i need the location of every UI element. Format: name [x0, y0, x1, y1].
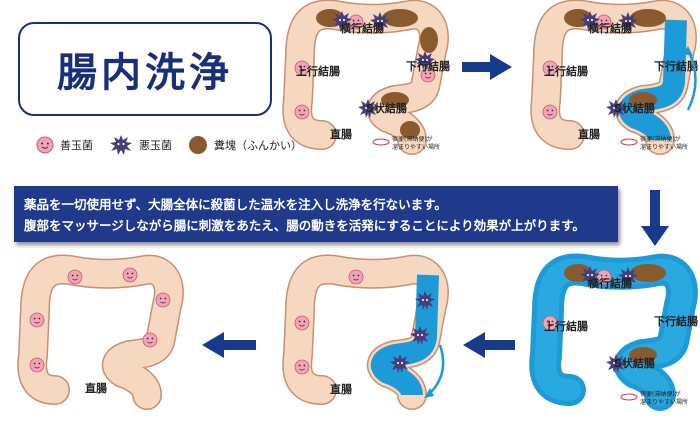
bad-germ-icon — [110, 135, 132, 155]
panel-3-full-water: 横行結腸 上行結腸 下行結腸 S状結腸 宿便(滞納便)が 溜まりやすい場所 — [543, 264, 698, 406]
label-ascending-3: 上行結腸 — [544, 319, 588, 333]
note-2a: 宿便(滞納便)が — [640, 135, 681, 143]
flow-arrows — [202, 54, 669, 358]
note-3a: 宿便(滞納便)が — [640, 390, 681, 398]
label-transverse-3: 横行結腸 — [588, 276, 632, 290]
label-rectum-1: 直腸 — [330, 127, 352, 141]
label-descending-3: 下行結腸 — [654, 314, 698, 328]
panel-4-draining: 直腸 — [295, 269, 443, 398]
label-transverse-1: 横行結腸 — [340, 21, 384, 35]
label-rectum-2: 直腸 — [578, 127, 600, 141]
legend-bad: 悪玉菌 — [109, 134, 172, 156]
arrow-right-icon — [462, 54, 512, 80]
good-germ-icon — [36, 136, 54, 154]
description-line-1: 薬品を一切使用せず、大腸全体に殺菌した温水を注入し洗浄を行ないます。 — [24, 197, 447, 212]
label-descending-1: 下行結腸 — [406, 59, 450, 73]
legend-bad-label: 悪玉菌 — [139, 139, 172, 152]
panel-5-clean: 直腸 — [30, 268, 170, 395]
label-rectum-4: 直腸 — [330, 382, 352, 396]
note-1b: 溜まりやすい場所 — [392, 143, 440, 151]
label-sigmoid-1: S状結腸 — [366, 101, 407, 115]
note-2b: 溜まりやすい場所 — [640, 143, 688, 151]
label-sigmoid-2: S状結腸 — [614, 101, 655, 115]
legend-stool: 糞塊（ふんかい） — [188, 135, 302, 155]
description-box: 薬品を一切使用せず、大腸全体に殺菌した温水を注入し洗浄を行ないます。 腹部をマッ… — [14, 186, 618, 242]
legend-good-label: 善玉菌 — [60, 139, 93, 152]
arrow-down-icon — [641, 190, 669, 246]
label-sigmoid-3: S状結腸 — [614, 356, 655, 370]
page-title: 腸内洗浄 — [57, 50, 233, 96]
label-ascending-2: 上行結腸 — [544, 64, 588, 78]
description-line-2: 腹部をマッサージしながら腸に刺激をあたえ、腸の動きを活発にすることにより効果が上… — [24, 218, 585, 233]
stool-icon — [189, 136, 207, 154]
label-rectum-5: 直腸 — [85, 381, 107, 395]
label-ascending-1: 上行結腸 — [296, 64, 340, 78]
arrow-left-icon — [463, 332, 515, 358]
note-3b: 溜まりやすい場所 — [640, 398, 688, 406]
arrow-left-icon — [202, 332, 256, 358]
legend-good: 善玉菌 — [36, 136, 93, 154]
note-1a: 宿便(滞納便)が — [392, 135, 433, 143]
label-transverse-2: 横行結腸 — [588, 21, 632, 35]
legend: 善玉菌 悪玉菌 糞塊（ふんかい） — [36, 133, 318, 157]
title-box: 腸内洗浄 — [18, 22, 272, 116]
panel-2-water-in: 横行結腸 上行結腸 下行結腸 S状結腸 直腸 宿便(滞納便)が 溜まりやすい場所 — [543, 9, 698, 151]
label-descending-2: 下行結腸 — [654, 59, 698, 73]
panel-1-before: 横行結腸 上行結腸 下行結腸 S状結腸 直腸 宿便(滞納便)が 溜まりやすい場所 — [295, 9, 450, 151]
legend-stool-label: 糞塊（ふんかい） — [214, 139, 302, 152]
